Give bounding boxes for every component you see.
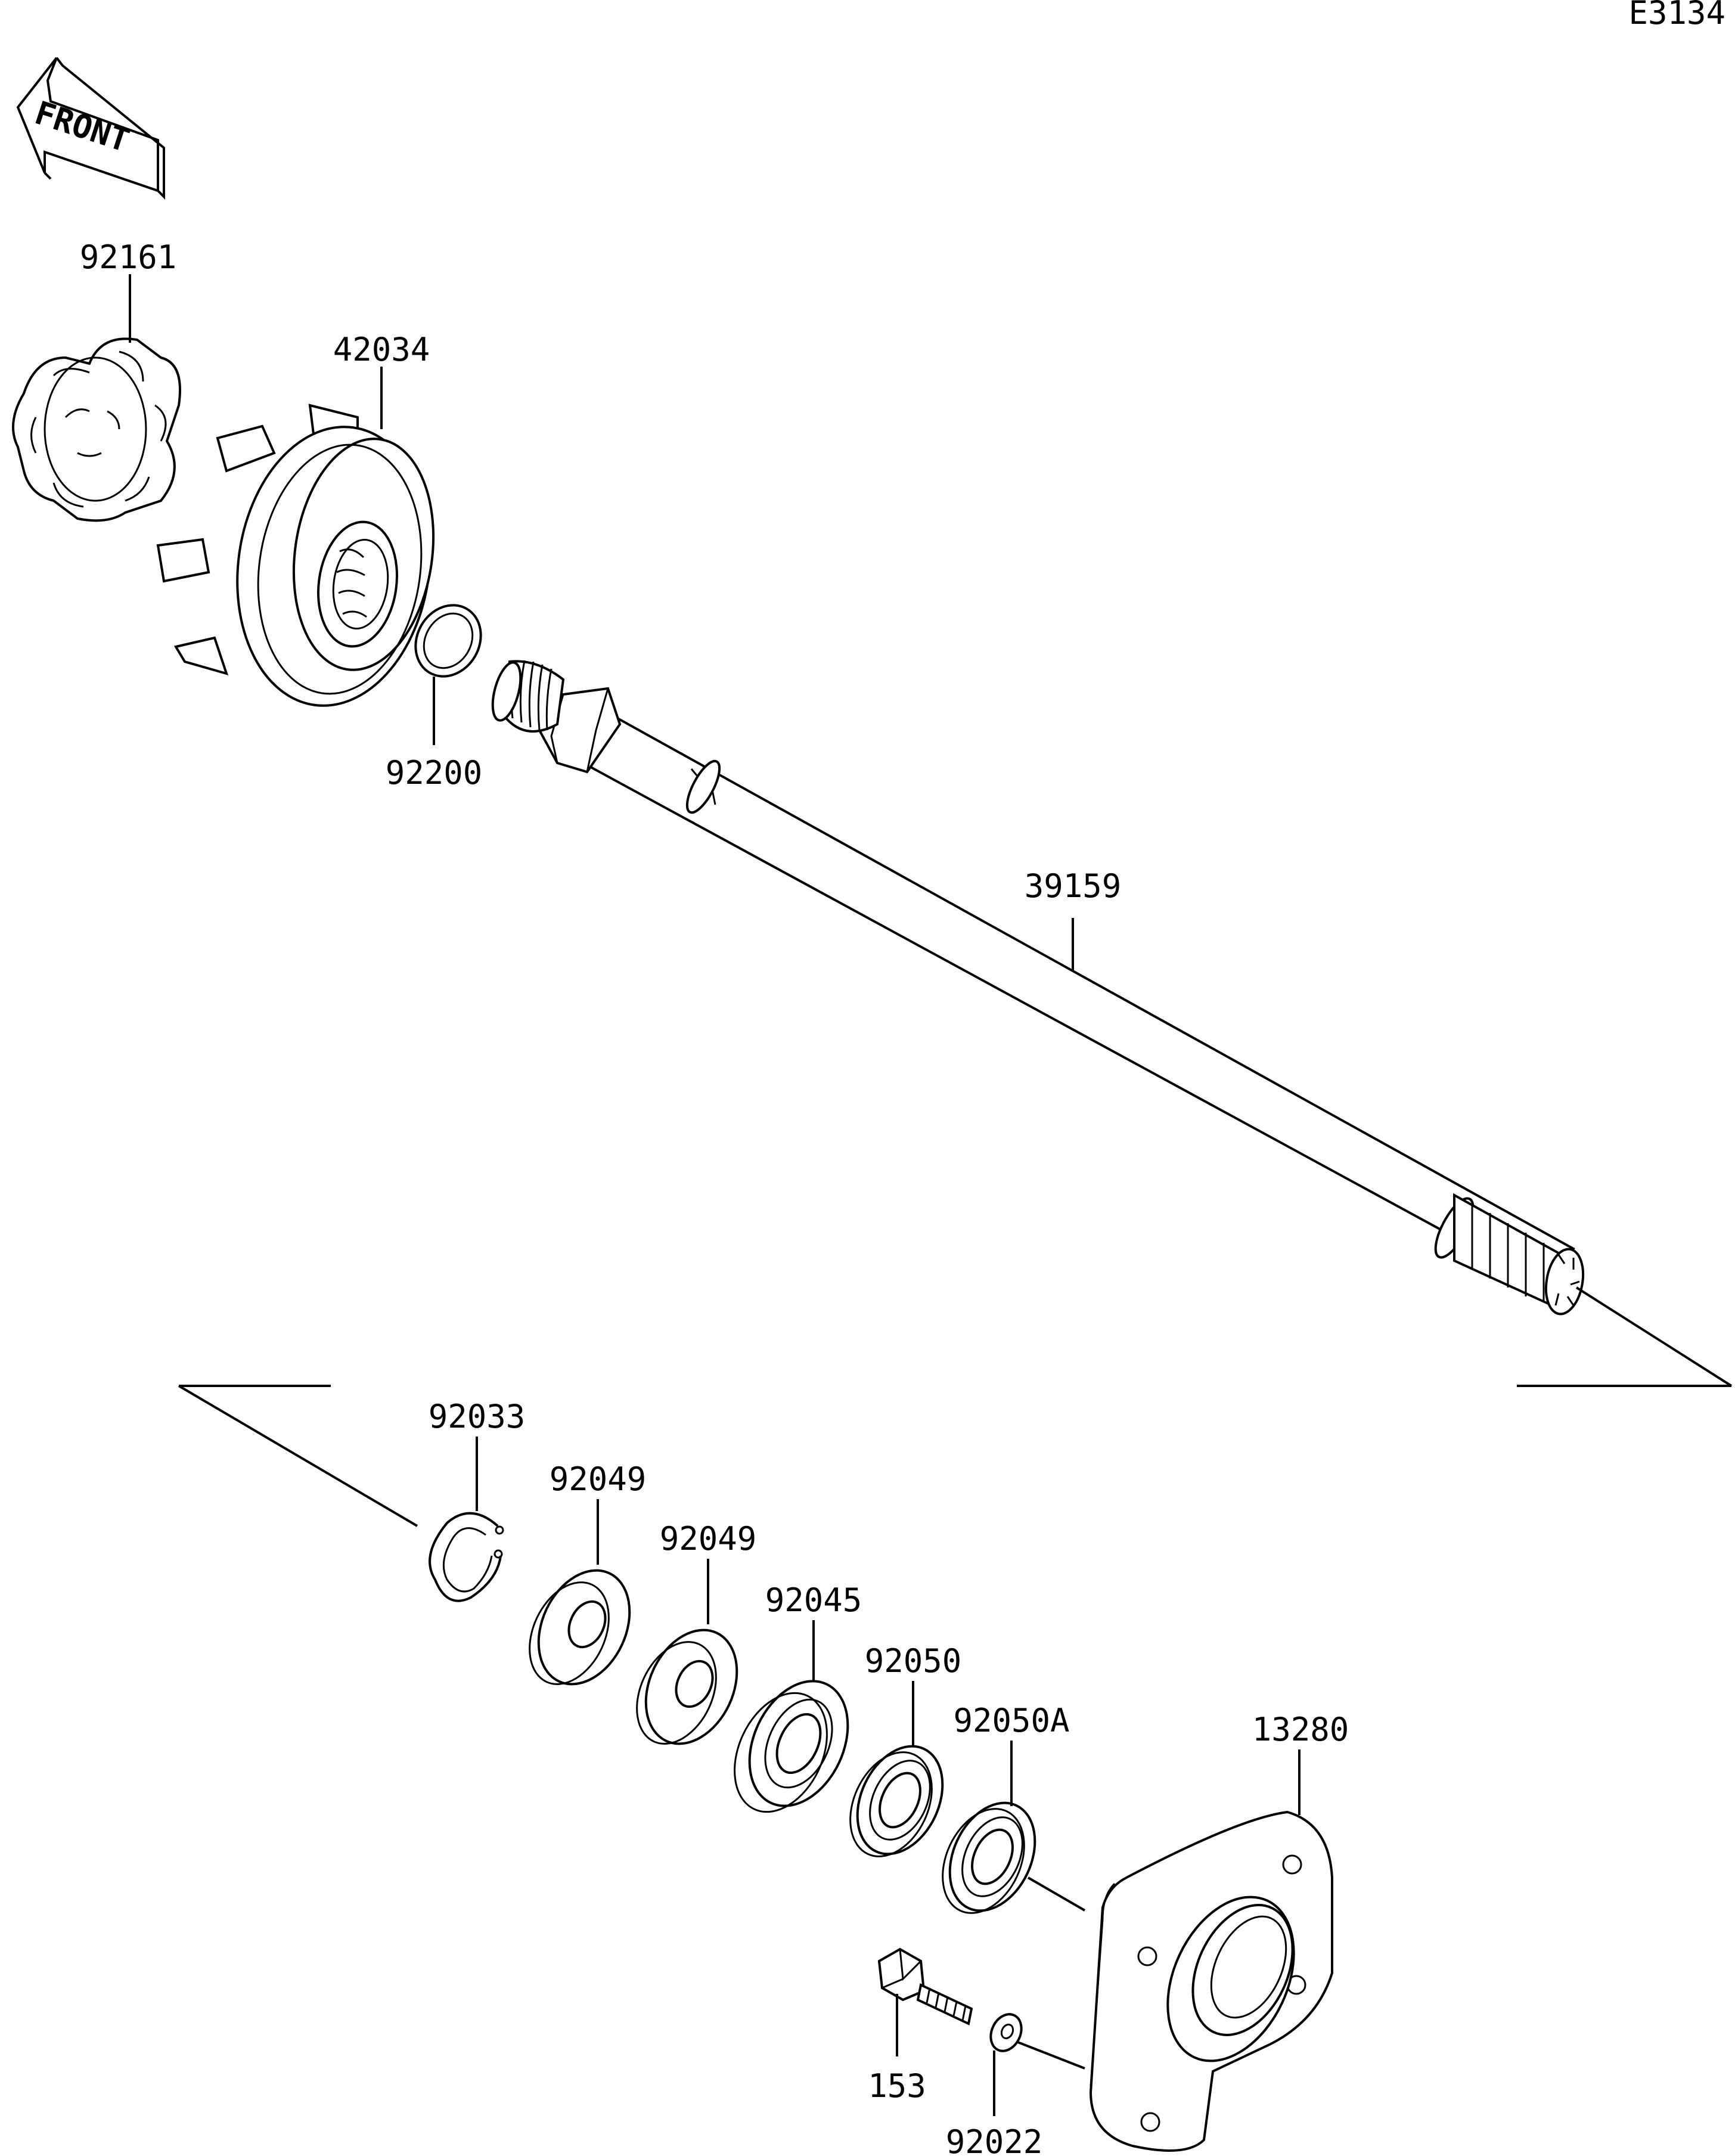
label-92022: 92022	[946, 2123, 1043, 2156]
coupling-part-42034	[156, 404, 435, 707]
oil-seal-part-92049-b	[636, 1628, 738, 1745]
diagram-code: E3134	[1628, 0, 1725, 32]
seal-part-92050A	[942, 1801, 1036, 1914]
drive-shaft-part-39159	[491, 660, 1585, 1316]
o-ring-part-92200	[414, 604, 482, 678]
label-13280: 13280	[1252, 1711, 1349, 1748]
label-39159: 39159	[1025, 867, 1122, 905]
circlip-part-92033	[429, 1512, 504, 1602]
label-92050: 92050	[865, 1642, 962, 1680]
bolt-part-153	[877, 1947, 973, 2025]
label-92050A: 92050A	[953, 1702, 1069, 1739]
front-arrow-icon: FRONT	[16, 57, 165, 200]
housing-plate-part-13280	[1089, 1810, 1333, 2152]
seal-part-92050	[849, 1745, 944, 1857]
washer-part-92022	[989, 2013, 1023, 2052]
label-92049-a: 92049	[550, 1460, 647, 1498]
label-153: 153	[868, 2067, 926, 2105]
label-92161: 92161	[80, 238, 177, 276]
label-92045: 92045	[765, 1581, 862, 1619]
label-42034: 42034	[333, 331, 430, 368]
oil-seal-part-92049-a	[529, 1569, 631, 1686]
label-92200: 92200	[386, 754, 483, 792]
damper-part-92161	[12, 337, 181, 522]
bearing-part-92045	[734, 1680, 849, 1813]
label-92033: 92033	[429, 1398, 526, 1435]
label-92049-b: 92049	[660, 1520, 757, 1558]
